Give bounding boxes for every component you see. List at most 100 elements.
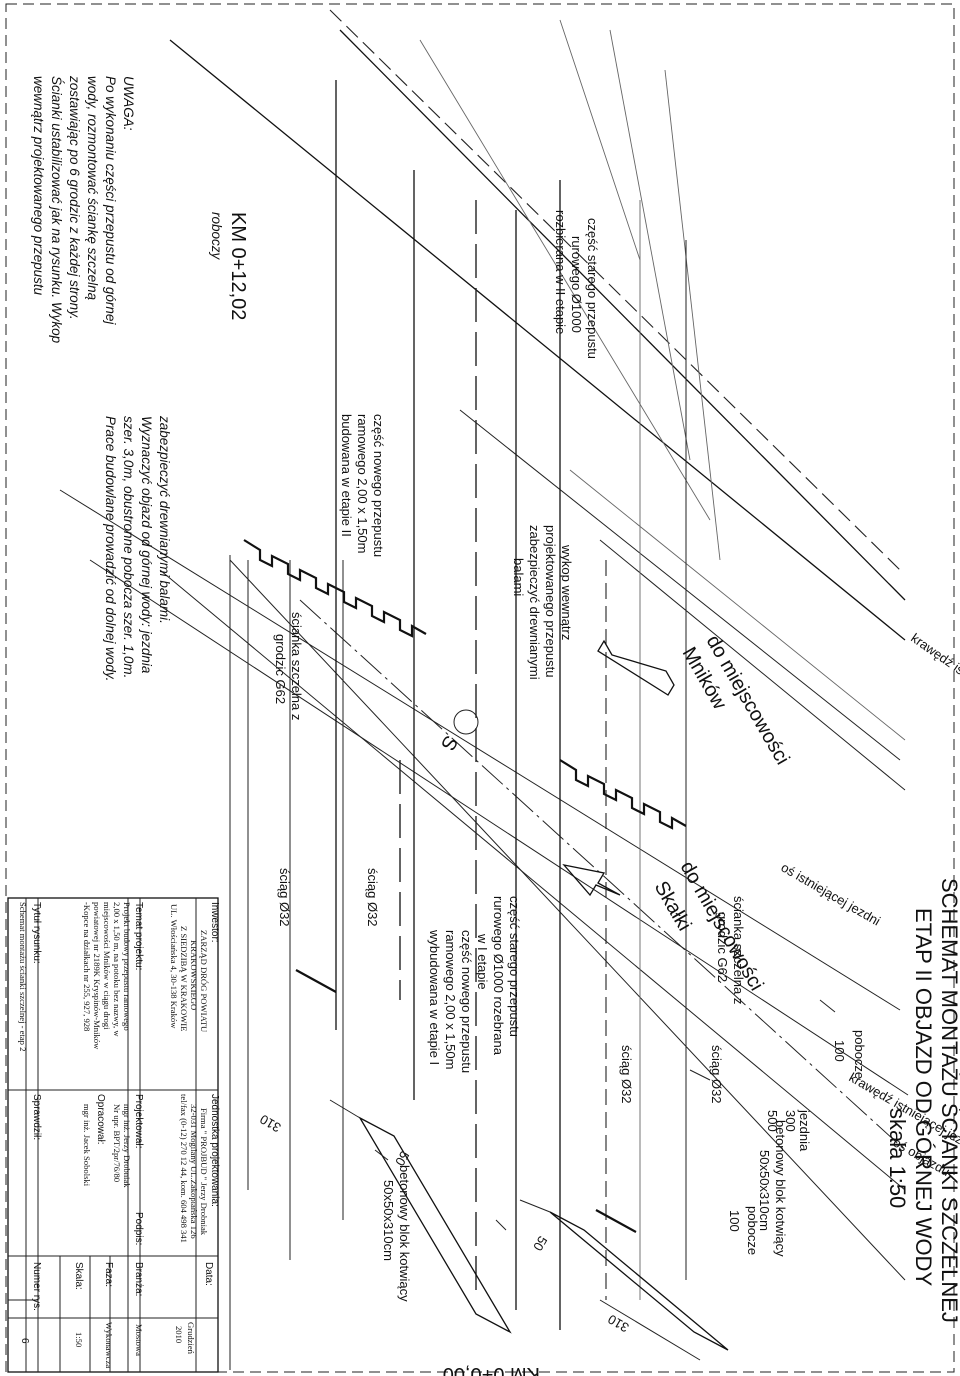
tb-investor-3: UL. Włościańska 4, 30-138 Kraków [169, 904, 179, 1029]
tie-1: ściąg Ø32 [277, 868, 292, 927]
tb-prepared-label: Opracował: [95, 1094, 106, 1145]
note-line-6: zabezpieczyć drewnianymi balami. [157, 415, 172, 624]
anchor-a2: 50x50x310cm [757, 1150, 772, 1231]
new-culvert-b2: ramowego 2,00 x 1,50m [443, 930, 458, 1069]
note: UWAGA: Po wykonaniu części przepustu od … [31, 75, 172, 681]
tb-unit-0: Firma " PROJBUD " Jerzy Drobniak [199, 1108, 209, 1236]
note-line-9: Prace budowlane prowadzić od dolnej wody… [103, 416, 118, 681]
tb-designed-label: Projektował: [133, 1094, 144, 1148]
tb-drawing-title-label: Tytuł rysunku: [31, 902, 42, 964]
tb-checked-label: Sprawdził: [31, 1094, 42, 1140]
roadway: jezdnia [797, 1109, 812, 1152]
sheet-frame [5, 3, 955, 1373]
tb-drawing-title: Schemat montażu ścianki szczelnej - etap… [18, 902, 28, 1051]
tb-designed-1: Nr upr. BPT/2pr/76/80 [112, 1104, 122, 1182]
tb-topic-2: miejscowości Mników w ciągu drogi [102, 902, 112, 1030]
excavation-2: projektowanego przepustu [543, 525, 558, 678]
tb-unit-2: tel/fax (0-12) 270 12 44, kom. 604 498 3… [179, 1094, 189, 1243]
excavation-3: zabezpieczyć drewnianymi [527, 525, 542, 680]
anchor-a1: betonowy blok kotwiący [773, 1120, 788, 1257]
dim-50-b: 50 [392, 1149, 412, 1169]
km-end-sub: roboczy [209, 212, 224, 261]
new-culvert-b1: część nowego przepustu [459, 930, 474, 1073]
tb-topic-0: Projekt budowy przepustu ramowego [122, 902, 132, 1031]
new-culvert-b3: wybudowana w etapie I [427, 929, 442, 1065]
note-heading: UWAGA: [121, 76, 136, 131]
excavation-1: wykop wewnątrz [559, 544, 574, 640]
sheet-pile-b1: ścianka szczelna z [731, 896, 746, 1004]
shoulder-top: pobocze [852, 1030, 867, 1079]
km-start: KM 0+0,00 [443, 1363, 540, 1376]
roadway-val: 300 [783, 1110, 798, 1132]
note-line-1: Po wykonaniu części przepustu od górnej [103, 76, 118, 325]
old-culvert-b1: część starego przepustu [507, 896, 522, 1037]
old-culvert-a3: rozbierana w II etapie [553, 210, 568, 334]
shoulder-bottom-val: 100 [727, 1210, 742, 1232]
excavation-4: balami [511, 558, 526, 596]
dim-310-b: 310 [257, 1112, 283, 1136]
note-line-2: wody, rozmontować ściankę szczelną [85, 76, 100, 301]
old-culvert-b2: rurowego Ø1000 rozebrana [491, 896, 506, 1056]
sheet-pile-a1: ścianka szczelna z [289, 612, 304, 720]
tb-phase: Wykonawcza [104, 1322, 114, 1368]
note-line-5: wewnątrz projektowanego przepustu [31, 76, 46, 296]
tb-topic-1: 2,00 x 1,50 m, na potoku bez nazwy, w [112, 902, 122, 1037]
tb-number-label: Numer rys. [31, 1262, 42, 1311]
tb-topic-3: powiatowej nr 2189K Kryspinów-Mników [92, 902, 102, 1050]
tie-4: ściąg Ø32 [709, 1045, 724, 1104]
km-end: KM 0+12,02 [227, 212, 249, 320]
anchor-b2: 50x50x310cm [381, 1180, 396, 1261]
dim-310-a: 310 [605, 1312, 631, 1336]
title-line1: SCHEMAT MONTAŻU ŚCIANKI SZCZELNEJ [937, 878, 960, 1323]
note-line-7: Wyznaczyć objazd od górnej wody: jezdnia [139, 416, 154, 674]
anchor-b1: betonowy blok kotwiący [397, 1165, 412, 1302]
axis-existing: oś istniejącej jezdni [779, 860, 884, 929]
labels: KM 0+0,00 roboczy KM 0+12,02 roboczy kra… [209, 210, 960, 1376]
title-scale: skala 1:50 [885, 1108, 910, 1208]
note-line-8: szer. 3,0m, obustronne pobocza szer. 1,0… [121, 416, 136, 678]
title-group: SCHEMAT MONTAŻU ŚCIANKI SZCZELNEJ ETAP I… [885, 878, 960, 1323]
tb-branch: Mostowa [134, 1324, 144, 1356]
tb-investor-0: ZARZĄD DRÓG POWIATU [199, 930, 209, 1033]
tb-date-0: Grudzień [186, 1322, 196, 1355]
tb-topic-4: -Kopce na działkach nr 255, 927, 928 [82, 902, 92, 1031]
tb-investor-label: Inwestor: [209, 902, 220, 943]
s-symbol: S [436, 732, 462, 755]
shoulder-bottom: pobocze [745, 1206, 760, 1255]
road-geometry [59, 9, 909, 1370]
new-culvert-a3: budowana w etapie II [339, 414, 354, 537]
tb-prepared: mgr inż. Jacek Sobolski [82, 1104, 92, 1187]
tb-phase-label: Faza: [103, 1262, 114, 1287]
edge-existing-top: krawędź istniejącej jezdni [908, 630, 960, 726]
tb-signature-label: Podpis: [133, 1212, 144, 1245]
tb-unit-label: Jednostka projektowania: [209, 1094, 220, 1207]
tb-unit-1: 32-031 Mogilany UL.Zakopiańska 126 [189, 1104, 199, 1239]
tb-branch-label: Branża: [133, 1262, 144, 1296]
new-culvert-a2: ramowego 2,00 x 1,50m [355, 414, 370, 553]
title-block: Inwestor: ZARZĄD DRÓG POWIATU KRAKOWSKIE… [7, 897, 220, 1373]
old-culvert-a2: rurowego Ø1000 [569, 236, 584, 333]
old-culvert-a1: część starego przepustu [585, 218, 600, 359]
new-culvert-a1: część nowego przepustu [371, 414, 386, 557]
tb-date-1: 2010 [174, 1326, 184, 1343]
tie-2: ściąg Ø32 [365, 868, 380, 927]
tb-date-label: Data: [203, 1262, 214, 1286]
tb-topic-label: Temat projektu: [133, 902, 144, 970]
width-500: 500 [765, 1110, 780, 1132]
note-line-4: Ścianki ustabilizować jak na rysunku. Wy… [49, 76, 64, 344]
tb-investor-1: KRAKOWSKIEGO [189, 940, 199, 1010]
sheet-pile-b2: grodzic G62 [715, 912, 730, 982]
title-line2: ETAP II OBJAZD OD GÓRNEJ WODY [911, 908, 936, 1286]
tb-number: 6 [19, 1338, 30, 1344]
tie-3: ściąg Ø32 [619, 1045, 634, 1104]
tb-scale-label: Skala: [73, 1262, 84, 1290]
shoulder-top-val: 100 [832, 1040, 847, 1062]
tb-designed-0: mgr inż. Jerzy Drobniak [122, 1104, 132, 1188]
tb-investor-2: Z SIEDZIBĄ W KRAKOWIE [179, 926, 189, 1031]
old-culvert-b3: w I etapie [475, 933, 490, 990]
dim-50-a: 50 [530, 1234, 550, 1254]
sheet-pile-a2: grodzic G62 [273, 634, 288, 704]
note-line-3: zostawiając po 6 grodzic z każdej strony… [67, 75, 82, 320]
tb-scale: 1:50 [74, 1332, 84, 1347]
